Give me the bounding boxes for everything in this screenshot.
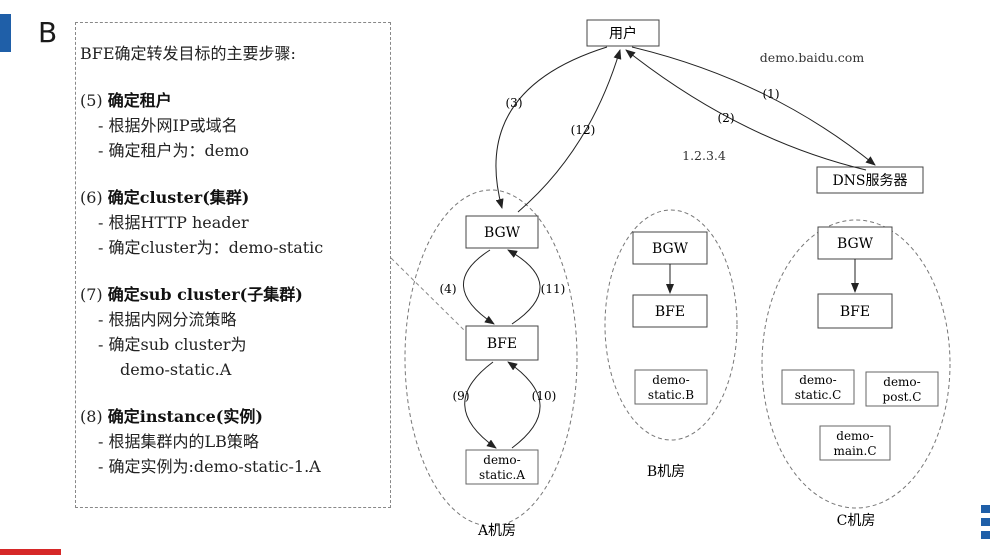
step-7-number: (7) <box>80 285 103 304</box>
room-b-backend-node: demo- static.B <box>634 369 708 405</box>
step-5-sub-2: 确定租户为：demo <box>108 141 250 160</box>
step-5-sub-1: 根据外网IP或域名 <box>108 116 238 135</box>
room-b-bgw-label: BGW <box>652 241 689 257</box>
arrow-4-label: (4) <box>440 282 457 296</box>
step-5-title: 确定租户 <box>107 91 172 110</box>
arrow-12 <box>517 49 622 213</box>
room-b-label: B机房 <box>647 464 685 480</box>
steps-heading: BFE确定转发目标的主要步骤: <box>80 44 296 63</box>
steps-panel: BFE确定转发目标的主要步骤: (5) 确定租户 - 根据外网IP或域名 - 确… <box>75 22 391 508</box>
arrow-10-label: (10) <box>532 389 557 403</box>
room-c-backend-static-node: demo- static.C <box>781 369 855 405</box>
title-accent-bar <box>0 14 11 52</box>
room-c-backend1-line2: static.C <box>795 388 842 402</box>
room-c-bgw-node: BGW <box>817 226 893 260</box>
step-8: (8) 确定instance(实例) - 根据集群内的LB策略 - 确定实例为:… <box>80 407 321 476</box>
step-6-sub-2: 确定cluster为：demo-static <box>108 238 324 257</box>
arrow-4 <box>463 249 495 325</box>
step-8-number: (8) <box>80 407 103 426</box>
room-a-bfe-node: BFE <box>465 325 539 361</box>
step-8-title: 确定instance(实例) <box>107 407 263 426</box>
arrow-3 <box>495 46 608 209</box>
step-6: (6) 确定cluster(集群) - 根据HTTP header - 确定cl… <box>80 188 324 257</box>
room-b-bfe-label: BFE <box>655 304 685 320</box>
room-c-bfe-label: BFE <box>840 304 870 320</box>
room-b-bgw-node: BGW <box>632 231 708 265</box>
step-5: (5) 确定租户 - 根据外网IP或域名 - 确定租户为：demo <box>80 91 250 160</box>
dns-server-node: DNS服务器 <box>816 166 924 194</box>
arrow-9-label: (9) <box>453 389 470 403</box>
ip-label: 1.2.3.4 <box>682 148 726 163</box>
step-7-sub-2: 确定sub cluster为 <box>108 335 247 354</box>
slide-title: B <box>38 16 58 49</box>
room-c-bfe-node: BFE <box>817 293 893 329</box>
room-c-boundary <box>761 219 951 509</box>
room-a-bgw-node: BGW <box>465 215 539 249</box>
room-c-backend2-line1: demo- <box>883 375 920 389</box>
step-6-sub-1: 根据HTTP header <box>108 213 249 232</box>
room-c-backend-main-node: demo- main.C <box>819 425 891 461</box>
arrow-3-label: (3) <box>506 96 523 110</box>
corner-logo-icon <box>975 505 991 550</box>
user-label: 用户 <box>609 25 637 42</box>
arrow-1-label: (1) <box>763 87 780 101</box>
bottom-accent-bar <box>0 549 61 555</box>
step-6-title: 确定cluster(集群) <box>107 188 250 207</box>
room-c-bgw-label: BGW <box>837 236 874 252</box>
room-a-bgw-label: BGW <box>484 225 521 241</box>
room-a-boundary <box>404 189 578 527</box>
arrow-10 <box>507 361 541 449</box>
room-c-backend3-line2: main.C <box>833 444 876 458</box>
arrow-2-label: (2) <box>718 111 735 125</box>
step-8-sub-2: 确定实例为:demo-static-1.A <box>108 457 321 476</box>
room-a-label: A机房 <box>477 523 516 539</box>
step-7-title: 确定sub cluster(子集群) <box>107 285 303 304</box>
room-a-backend-line2: static.A <box>479 468 525 482</box>
room-c-backend1-line1: demo- <box>799 373 836 387</box>
user-node: 用户 <box>586 19 660 47</box>
arrow-11-label: (11) <box>541 282 566 296</box>
room-c-backend2-line2: post.C <box>883 390 922 404</box>
arrow-9 <box>464 361 497 449</box>
step-8-sub-1: 根据集群内的LB策略 <box>108 432 259 451</box>
room-b-boundary <box>604 209 738 441</box>
arrow-12-label: (12) <box>571 123 596 137</box>
room-b-backend-line1: demo- <box>652 373 689 387</box>
room-b-bfe-node: BFE <box>632 294 708 328</box>
step-5-number: (5) <box>80 91 103 110</box>
room-c-backend-post-node: demo- post.C <box>865 371 939 407</box>
step-7-sub-1: 根据内网分流策略 <box>108 310 237 329</box>
room-a-bfe-label: BFE <box>487 336 517 352</box>
room-b-backend-line2: static.B <box>648 388 694 402</box>
callout-connector <box>390 257 467 333</box>
room-a-backend-line1: demo- <box>483 453 520 467</box>
room-c-label: C机房 <box>837 513 876 529</box>
step-7-continuation: demo-static.A <box>120 360 232 379</box>
room-c-backend3-line1: demo- <box>836 429 873 443</box>
arrow-11 <box>507 249 541 325</box>
domain-label: demo.baidu.com <box>760 50 865 65</box>
step-6-number: (6) <box>80 188 103 207</box>
arrow-1 <box>631 46 876 166</box>
room-a-backend-node: demo- static.A <box>465 449 539 485</box>
dns-label: DNS服务器 <box>832 173 907 189</box>
step-7: (7) 确定sub cluster(子集群) - 根据内网分流策略 - 确定su… <box>80 282 390 382</box>
arrow-2 <box>625 49 867 171</box>
